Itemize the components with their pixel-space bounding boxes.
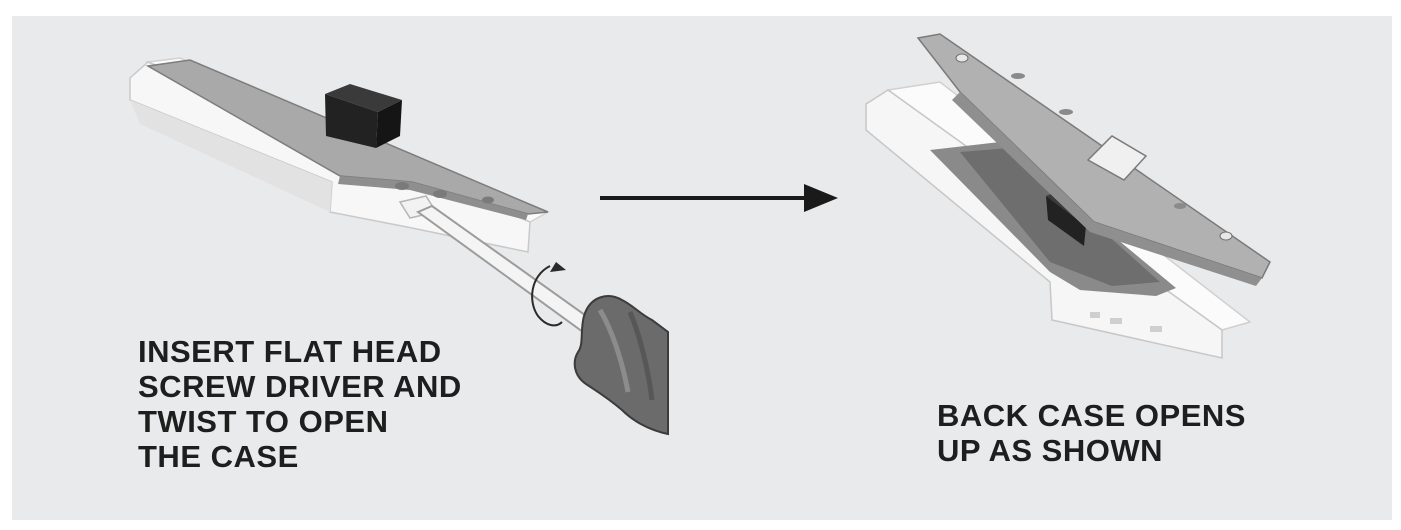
- case-block-front: [325, 94, 378, 148]
- screwdriver-icon: [398, 195, 669, 436]
- step-1-instruction-text: INSERT FLAT HEAD SCREW DRIVER AND TWIST …: [138, 334, 462, 474]
- case-base-shadow: [130, 100, 332, 212]
- plate-hole: [1174, 203, 1186, 209]
- plate-hole: [1011, 73, 1025, 79]
- plate-hole: [1219, 231, 1233, 241]
- open-plate-window: [1086, 135, 1148, 181]
- open-block-front: [1046, 196, 1086, 246]
- case-plate-edge: [338, 176, 528, 220]
- screw-boss: [395, 182, 409, 190]
- plate-hole: [955, 53, 969, 63]
- closed-case-icon: [129, 57, 550, 253]
- twist-rotation-icon: [531, 262, 566, 327]
- screw-boss: [433, 190, 447, 198]
- base-notch: [1090, 312, 1100, 318]
- screw-boss: [482, 196, 494, 204]
- plate-hole: [1059, 109, 1073, 115]
- base-notch: [1110, 318, 1122, 324]
- case-block-side: [376, 100, 402, 148]
- step-1-line: THE CASE: [138, 439, 299, 474]
- screwdriver-handle-ridge: [597, 308, 631, 393]
- base-notch: [1150, 326, 1162, 332]
- arrow-right-icon: [600, 184, 838, 212]
- screwdriver-handle-ridge: [627, 311, 655, 401]
- opened-case-icon: [865, 33, 1271, 359]
- case-block-top: [325, 84, 402, 112]
- step-1-line: TWIST TO OPEN: [138, 404, 389, 439]
- step-2-instruction-text: BACK CASE OPENS UP AS SHOWN: [937, 398, 1246, 468]
- step-1-line: INSERT FLAT HEAD: [138, 334, 442, 369]
- step-2-line: UP AS SHOWN: [937, 433, 1163, 468]
- step-1-line: SCREW DRIVER AND: [138, 369, 462, 404]
- step-2-line: BACK CASE OPENS: [937, 398, 1246, 433]
